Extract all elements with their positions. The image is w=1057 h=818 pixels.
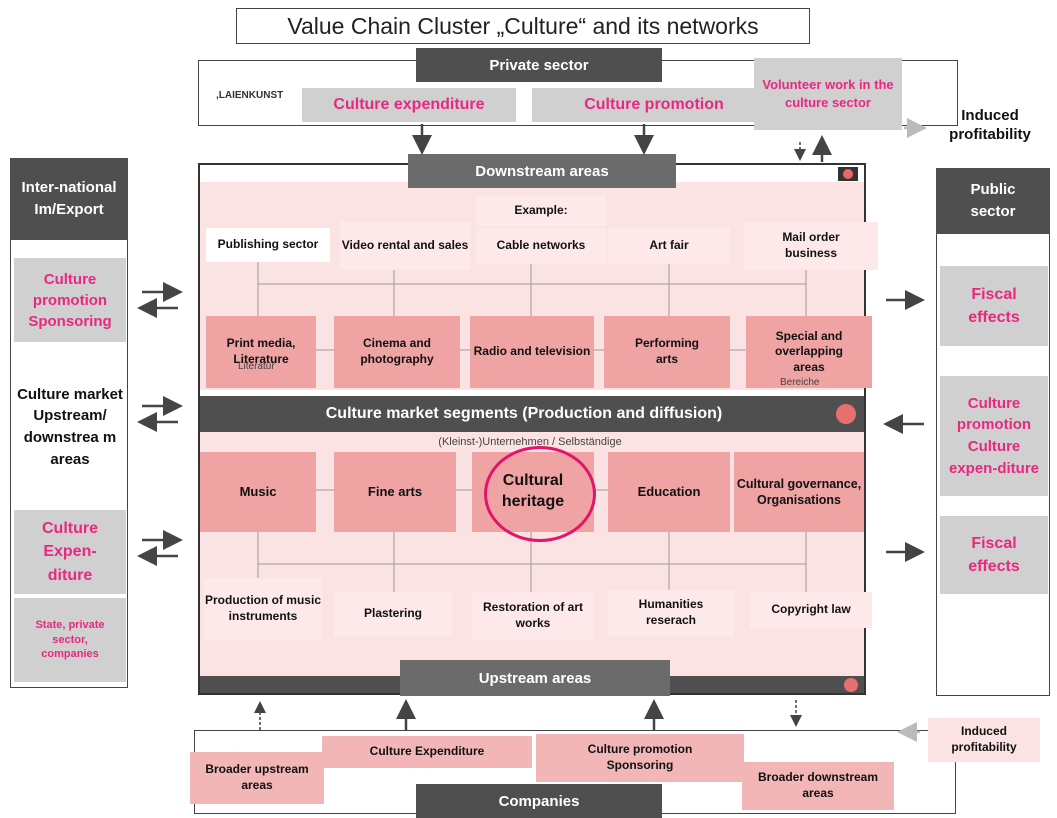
segment-cinema-photography: Cinema and photography xyxy=(334,316,460,388)
left-culture-expenditure: Culture Expen-diture xyxy=(14,510,126,594)
segment-radio-television: Radio and television xyxy=(470,316,594,388)
broader-upstream-areas: Broader upstream areas xyxy=(190,752,324,804)
market-segments-bar xyxy=(200,396,864,432)
upstream-areas-header: Upstream areas xyxy=(400,660,670,696)
broader-downstream-areas: Broader downstream areas xyxy=(742,762,894,810)
segment-music: Music xyxy=(200,452,316,532)
diagram-title: Value Chain Cluster „Culture“ and its ne… xyxy=(236,8,810,44)
downstream-item-cable-networks: Cable networks xyxy=(476,228,606,264)
segment-education: Education xyxy=(608,452,730,532)
left-state-private: State, private sector, companies xyxy=(14,598,126,682)
upstream-item-plastering: Plastering xyxy=(334,592,452,636)
companies-header: Companies xyxy=(416,784,662,818)
pie-icon-bottom xyxy=(844,678,858,692)
right-fiscal-effects-1: Fiscal effects xyxy=(940,266,1048,346)
segment-print-media: Print media, Literature xyxy=(206,316,316,388)
cultural-heritage-highlight-circle xyxy=(484,446,596,542)
induced-profitability-top: Induced profitability xyxy=(949,106,1031,144)
pie-icon-middle xyxy=(836,404,856,424)
downstream-item-mail-order: Mail order business xyxy=(744,222,878,270)
scan-fragment-literatur: Literatur xyxy=(238,361,275,372)
laienkunst-label: ,LAIENKUNST xyxy=(216,90,284,101)
pie-icon-top xyxy=(838,167,858,181)
left-culture-promotion-sponsoring: Culture promotion Sponsoring xyxy=(14,258,126,342)
upstream-item-restoration: Restoration of art works xyxy=(472,592,594,640)
segment-cultural-governance: Cultural governance, Organisations xyxy=(734,452,864,532)
downstream-item-art-fair: Art fair xyxy=(608,228,730,264)
left-culture-market: Culture market Upstream/ downstrea m are… xyxy=(17,385,123,468)
right-panel-header: Public sector xyxy=(936,168,1050,234)
private-sector-header: Private sector xyxy=(416,48,662,82)
downstream-areas-header: Downstream areas xyxy=(408,154,676,188)
segment-performing-arts: Performing arts xyxy=(604,316,730,388)
culture-expenditure-top: Culture expenditure xyxy=(302,88,516,122)
culture-expenditure-bottom: Culture Expenditure xyxy=(322,736,532,768)
downstream-item-publishing: Publishing sector xyxy=(206,228,330,262)
upstream-item-music-instruments: Production of music instruments xyxy=(204,578,322,640)
market-segments-subtitle: (Kleinst-)Unternehmen / Selbständige xyxy=(438,436,622,448)
volunteer-work-box: Volunteer work in the culture sector xyxy=(754,58,902,130)
market-segments-header: Culture market segments (Production and … xyxy=(325,405,723,422)
upstream-item-copyright: Copyright law xyxy=(750,592,872,628)
left-panel-header: Inter-national Im/Export xyxy=(10,158,128,240)
induced-profitability-bottom: Induced profitability xyxy=(928,718,1040,762)
right-fiscal-effects-2: Fiscal effects xyxy=(940,516,1048,594)
culture-promotion-sponsoring-bottom: Culture promotion Sponsoring xyxy=(536,734,744,782)
segment-special-overlapping: Special and overlapping areas xyxy=(746,316,872,388)
example-label: Example: xyxy=(476,196,606,226)
downstream-item-video-rental: Video rental and sales xyxy=(340,222,470,270)
scan-fragment-bereiche: Bereiche xyxy=(780,377,820,388)
culture-promotion-top: Culture promotion xyxy=(532,88,776,122)
upstream-item-humanities: Humanities reserach xyxy=(608,590,734,636)
right-culture-promotion-expenditure: Culture promotion Culture expen-diture xyxy=(940,376,1048,496)
segment-fine-arts: Fine arts xyxy=(334,452,456,532)
